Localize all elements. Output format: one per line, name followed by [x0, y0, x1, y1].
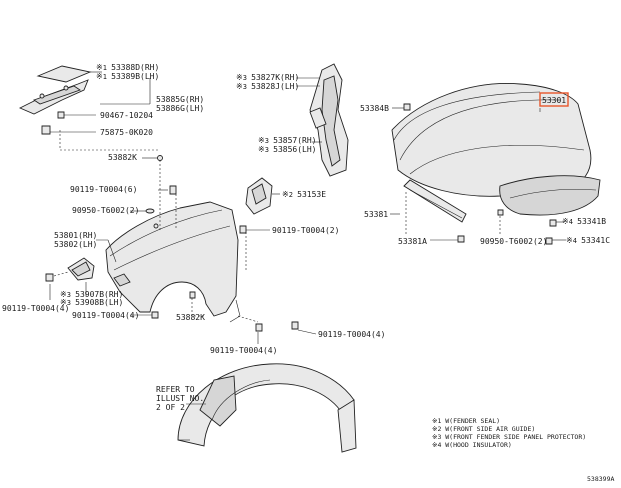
label-90950-T6002-2: 90950-T6002(2)	[480, 237, 547, 246]
label-53381A: 53381A	[398, 237, 427, 246]
svg-text:※3 53828J(LH): ※3 53828J(LH)	[236, 82, 299, 91]
label-90467: 90467-10204	[100, 111, 153, 120]
label-53341B: 53341B	[577, 217, 606, 226]
note-1: ※1 W(FENDER SEAL)	[432, 417, 500, 425]
refer-line-2: ILLUST NO.	[156, 394, 204, 403]
label-90950-2: 90950-T6002(2)	[72, 206, 139, 215]
label-53856: 53856(LH)	[273, 145, 316, 154]
refer-line-1: REFER TO	[156, 385, 195, 394]
label-53908B: 53908B(LH)	[75, 298, 123, 307]
leader-lines-fender	[49, 157, 317, 344]
svg-text:※3 53908B(LH): ※3 53908B(LH)	[60, 298, 123, 307]
label-53885G: 53885G(RH)	[156, 95, 204, 104]
label-53153E: 53153E	[297, 190, 326, 199]
bolt-group-fender	[45, 155, 299, 332]
label-90119-6: 90119-T0004(6)	[70, 185, 137, 194]
label-53301: 53301	[542, 96, 566, 105]
svg-text:※4 53341C: ※4 53341C	[566, 236, 610, 245]
label-75875: 75875-0K020	[100, 128, 153, 137]
label-53384B: 53384B	[360, 104, 389, 113]
label-53857: 53857(RH)	[273, 136, 316, 145]
note-3: ※3 W(FRONT FENDER SIDE PANEL PROTECTOR)	[432, 433, 586, 441]
side-panel-protector-part	[309, 63, 349, 177]
label-53341C: 53341C	[581, 236, 610, 245]
label-53801: 53801(RH)	[54, 231, 97, 240]
refer-line-3: 2 OF 2	[156, 403, 185, 412]
avito-watermark: Avito	[515, 442, 604, 472]
air-guide-part	[245, 177, 273, 215]
leader-lines-hood	[390, 107, 566, 241]
label-53827K: 53827K(RH)	[251, 73, 299, 82]
svg-text:※4 53341B: ※4 53341B	[562, 217, 606, 226]
label-90119-4c: 90119-T0004(4)	[210, 346, 277, 355]
label-53882K-top: 53882K	[108, 153, 137, 162]
hood-part	[391, 83, 592, 197]
fender-protector-small	[67, 257, 95, 281]
svg-text:※2 53153E: ※2 53153E	[282, 190, 326, 199]
label-90119-4b: 90119-T0004(4)	[72, 311, 139, 320]
label-90119-2: 90119-T0004(2)	[272, 226, 339, 235]
label-53388D: 53388D(RH)	[111, 63, 159, 72]
leader-lines-top-left	[50, 71, 160, 151]
highlight-53301	[539, 92, 569, 107]
svg-text:※1 53388D(RH): ※1 53388D(RH)	[96, 63, 159, 72]
label-53381: 53381	[364, 210, 388, 219]
avito-logo-icon	[515, 451, 525, 461]
label-53907B: 53907B(RH)	[75, 290, 123, 299]
label-53882K-bot: 53882K	[176, 313, 205, 322]
note-2: ※2 W(FRONT SIDE AIR GUIDE)	[432, 425, 535, 433]
star-mark: ※	[96, 63, 103, 72]
label-90119-4a: 90119-T0004(4)	[2, 304, 69, 313]
label-53828J: 53828J(LH)	[251, 82, 299, 91]
fender-seal-part	[18, 65, 92, 135]
hood-insulator-part	[499, 175, 601, 216]
label-53886G: 53886G(LH)	[156, 104, 204, 113]
label-90119-4d: 90119-T0004(4)	[318, 330, 385, 339]
note-4: ※4 W(HOOD INSULATOR)	[432, 441, 512, 449]
fender-liner-part	[177, 363, 357, 453]
label-53802: 53802(LH)	[54, 240, 97, 249]
svg-text:※3 53857(RH): ※3 53857(RH)	[258, 136, 317, 145]
illustration-code: 538399A	[587, 475, 614, 483]
svg-text:※3 53907B(RH): ※3 53907B(RH)	[60, 290, 123, 299]
svg-text:※3 53827K(RH): ※3 53827K(RH)	[236, 73, 299, 82]
front-fender-part	[105, 201, 241, 323]
leader-lines-middle	[272, 77, 322, 195]
label-53389B: 53389B(LH)	[111, 72, 159, 81]
watermark-text: Avito	[540, 442, 604, 472]
svg-text:※1 53389B(LH): ※1 53389B(LH)	[96, 72, 159, 81]
hood-seal-part	[403, 179, 467, 223]
svg-text:※3 53856(LH): ※3 53856(LH)	[258, 145, 317, 154]
